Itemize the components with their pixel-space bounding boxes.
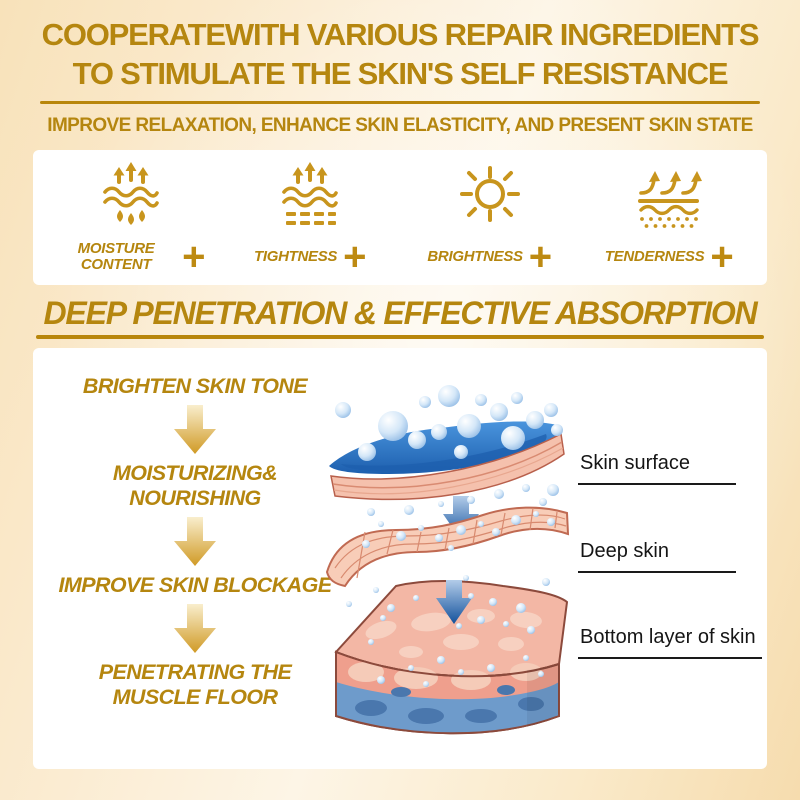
benefit-flow: BRIGHTEN SKIN TONE MOISTURIZING& NOURISH… xyxy=(49,374,341,710)
flow-step-text: IMPROVE SKIN BLOCKAGE xyxy=(58,573,333,597)
tightness-icon xyxy=(282,162,339,225)
gold-divider xyxy=(40,101,760,104)
brightness-icon xyxy=(459,166,520,222)
page-title: COOPERATEWITH VARIOUS REPAIR INGREDIENTS… xyxy=(0,0,800,93)
header: COOPERATEWITH VARIOUS REPAIR INGREDIENTS… xyxy=(0,0,800,137)
plus-icon: + xyxy=(182,235,206,279)
layer-label-text: Deep skin xyxy=(580,540,669,562)
absorption-panel: BRIGHTEN SKIN TONE MOISTURIZING& NOURISH… xyxy=(33,348,767,769)
plus-icon: + xyxy=(528,235,553,279)
muscle-floor-droplets xyxy=(346,575,550,687)
skin-layers-illustration xyxy=(325,385,570,735)
gold-divider xyxy=(36,335,764,339)
title-line-1: COOPERATEWITH VARIOUS REPAIR INGREDIENTS xyxy=(41,17,760,52)
layer-label-skin-surface: Skin surface xyxy=(578,452,736,485)
flow-step-text: MOISTURIZING& xyxy=(112,461,278,485)
feature-tightness: TIGHTNESS + xyxy=(221,150,401,285)
down-arrow-icon xyxy=(174,405,216,454)
flow-step-text: MUSCLE FLOOR xyxy=(112,685,278,709)
serum-bubbles xyxy=(335,385,563,461)
feature-brightness: BRIGHTNESS + xyxy=(400,150,580,285)
feature-label-row: MOISTURE CONTENT + xyxy=(56,235,206,279)
flow-step-1: BRIGHTEN SKIN TONE xyxy=(82,374,308,399)
down-arrow-icon xyxy=(174,517,216,566)
flow-step-text: BRIGHTEN SKIN TONE xyxy=(82,374,308,398)
flow-step-3: IMPROVE SKIN BLOCKAGE xyxy=(58,573,333,598)
feature-label: TIGHTNESS xyxy=(254,248,338,265)
feature-label: MOISTURE CONTENT xyxy=(77,240,155,273)
penetration-arrow-icon xyxy=(436,580,472,624)
plus-icon: + xyxy=(710,235,734,279)
title-line-2: TO STIMULATE THE SKIN'S SELF RESISTANCE xyxy=(72,56,729,91)
feature-label-row: TIGHTNESS + xyxy=(254,237,367,277)
moisture-icon xyxy=(102,162,159,225)
feature-label: BRIGHTNESS xyxy=(427,248,523,265)
feature-tenderness: TENDERNESS + xyxy=(580,150,760,285)
section-heading: DEEP PENETRATION & EFFECTIVE ABSORPTION xyxy=(43,295,758,331)
flow-step-2: MOISTURIZING& NOURISHING xyxy=(112,461,278,511)
flow-step-4: PENETRATING THE MUSCLE FLOOR xyxy=(98,660,292,710)
deep-skin-droplets xyxy=(362,484,559,551)
layer-label-bottom-layer: Bottom layer of skin xyxy=(578,626,762,659)
tenderness-icon xyxy=(638,171,703,228)
layer-label-deep-skin: Deep skin xyxy=(578,540,736,573)
feature-label: TENDERNESS xyxy=(604,248,705,265)
down-arrow-icon xyxy=(174,604,216,653)
subtitle: IMPROVE RELAXATION, ENHANCE SKIN ELASTIC… xyxy=(47,115,753,136)
layer-label-text: Skin surface xyxy=(580,452,691,474)
layer-label-text: Bottom layer of skin xyxy=(580,626,756,648)
features-panel: MOISTURE CONTENT + xyxy=(33,150,767,285)
flow-step-text: NOURISHING xyxy=(129,486,261,510)
plus-icon: + xyxy=(343,235,367,279)
flow-step-text: PENETRATING THE xyxy=(98,660,292,684)
feature-label-row: TENDERNESS + xyxy=(605,237,734,277)
penetration-arrow-icon xyxy=(443,496,479,540)
feature-label-row: BRIGHTNESS + xyxy=(427,237,552,277)
feature-moisture: MOISTURE CONTENT + xyxy=(41,150,221,285)
